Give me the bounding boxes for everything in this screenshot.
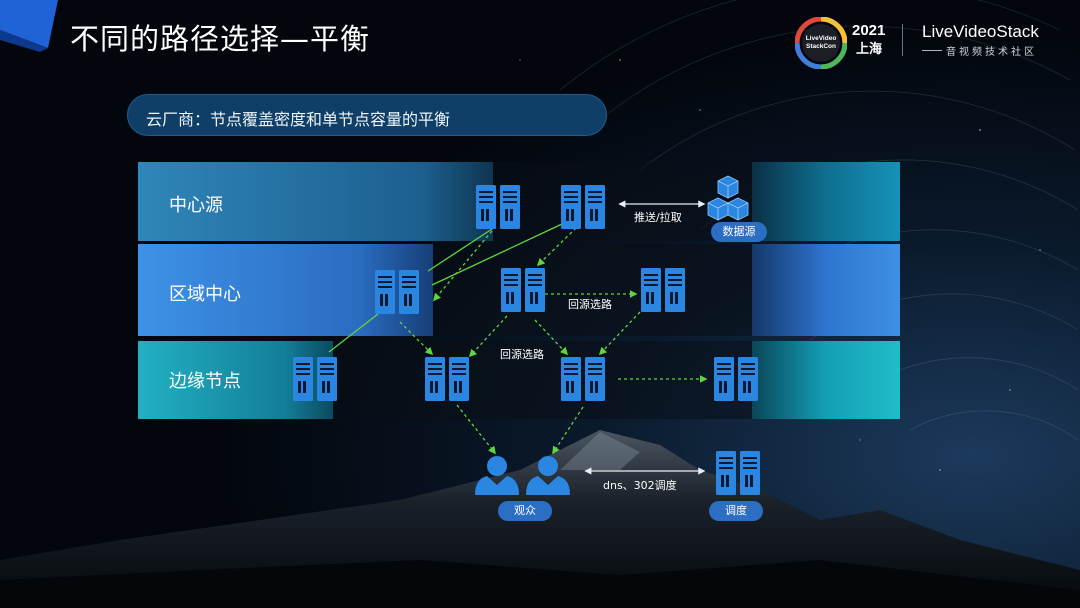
- band-label-edge-node: 边缘节点: [169, 371, 241, 392]
- band-label-center-origin: 中心源: [169, 195, 223, 216]
- user-group-icon: [475, 456, 570, 495]
- label-push-pull: 推送/拉取: [634, 211, 682, 224]
- link-region-to-center-2: [431, 223, 563, 286]
- server-icon: [375, 270, 419, 314]
- cube-stack-icon: [707, 175, 749, 221]
- label-origin-select-2: 回源选路: [500, 348, 544, 361]
- pill-data-source: 数据源: [711, 222, 767, 242]
- server-icon: [476, 185, 520, 229]
- brand-name: LiveVideoStack: [922, 22, 1039, 41]
- server-icon: [716, 451, 760, 495]
- server-icon: [641, 268, 685, 312]
- conference-year: 2021: [852, 22, 886, 39]
- conference-city: 上海: [856, 42, 883, 57]
- subtitle-text: 云厂商：节点覆盖密度和单节点容量的平衡: [146, 110, 451, 129]
- subtitle-banner: 云厂商：节点覆盖密度和单节点容量的平衡: [127, 94, 607, 136]
- pill-audience: 观众: [498, 501, 552, 521]
- label-dns-302: dns、302调度: [603, 479, 677, 492]
- label-origin-select-1: 回源选路: [568, 298, 612, 311]
- brand-rule-left: [922, 50, 942, 51]
- brand-subtitle: 音视频技术社区: [946, 47, 1037, 58]
- pill-scheduler: 调度: [709, 501, 763, 521]
- link-region-to-center-1: [427, 228, 493, 272]
- link-edge-to-region: [328, 313, 379, 353]
- server-icon: [714, 357, 758, 401]
- livevideostackcon-logo: LiveVideo StackCon: [795, 17, 847, 69]
- server-icon: [501, 268, 545, 312]
- band-label-region-center: 区域中心: [169, 284, 241, 305]
- server-icon: [561, 357, 605, 401]
- slide-title: 不同的路径选择—平衡: [70, 22, 371, 56]
- server-icon: [561, 185, 605, 229]
- server-icon: [293, 357, 337, 401]
- svg-text:StackCon: StackCon: [806, 43, 836, 50]
- svg-text:LiveVideo: LiveVideo: [806, 35, 837, 42]
- logo-divider: [902, 24, 903, 56]
- server-icon: [425, 357, 469, 401]
